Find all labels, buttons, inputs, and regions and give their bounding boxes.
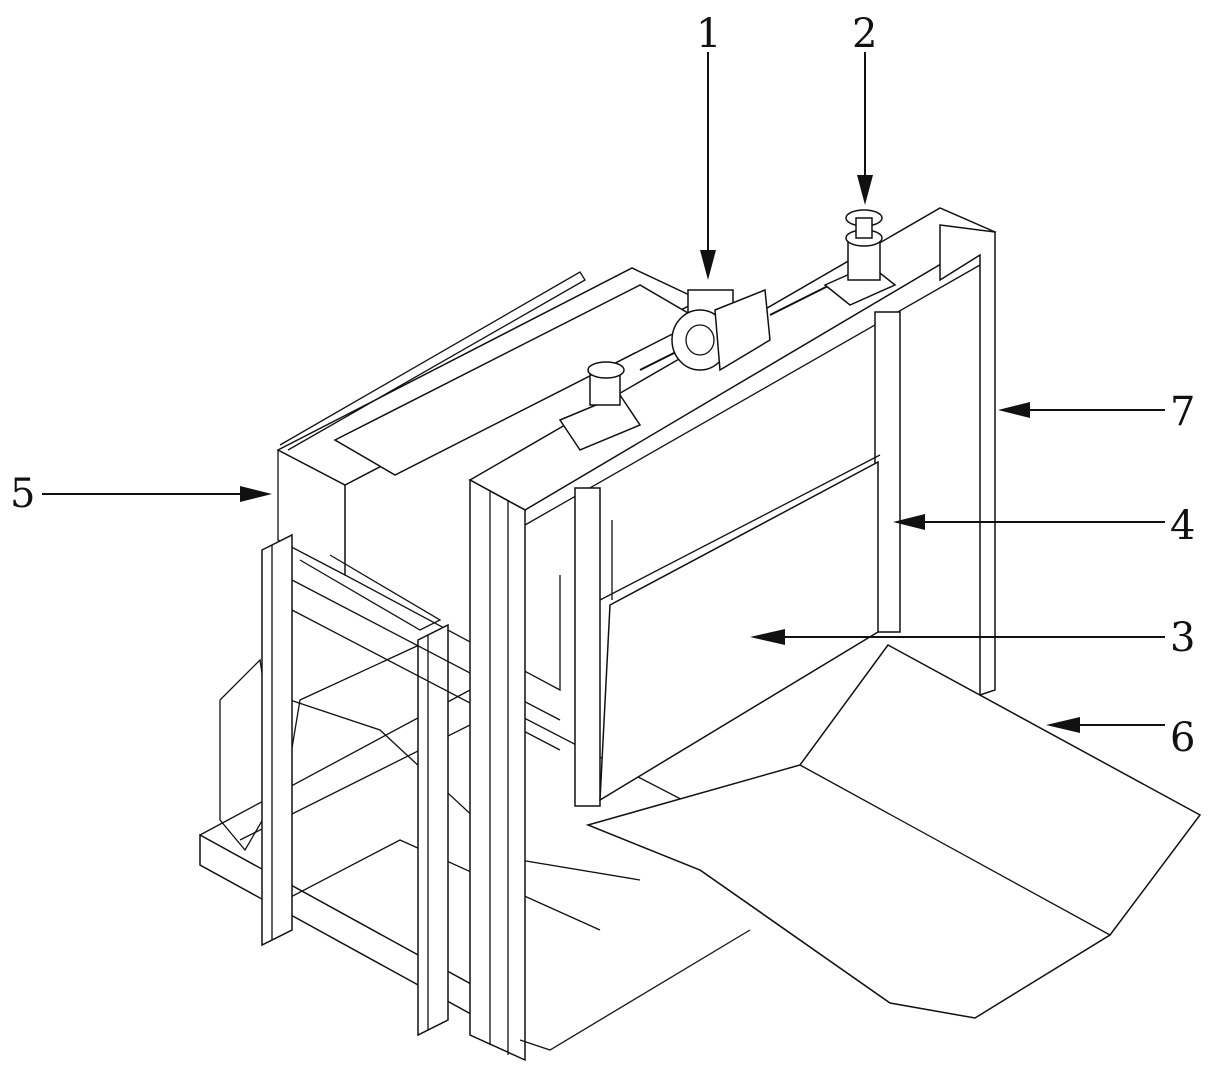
- label-4: 4: [1170, 506, 1195, 546]
- label-6: 6: [1170, 718, 1195, 758]
- label-1: 1: [696, 14, 721, 54]
- label-3: 3: [1170, 618, 1195, 658]
- label-5: 5: [10, 474, 35, 514]
- label-7: 7: [1170, 392, 1195, 432]
- label-2: 2: [852, 14, 877, 54]
